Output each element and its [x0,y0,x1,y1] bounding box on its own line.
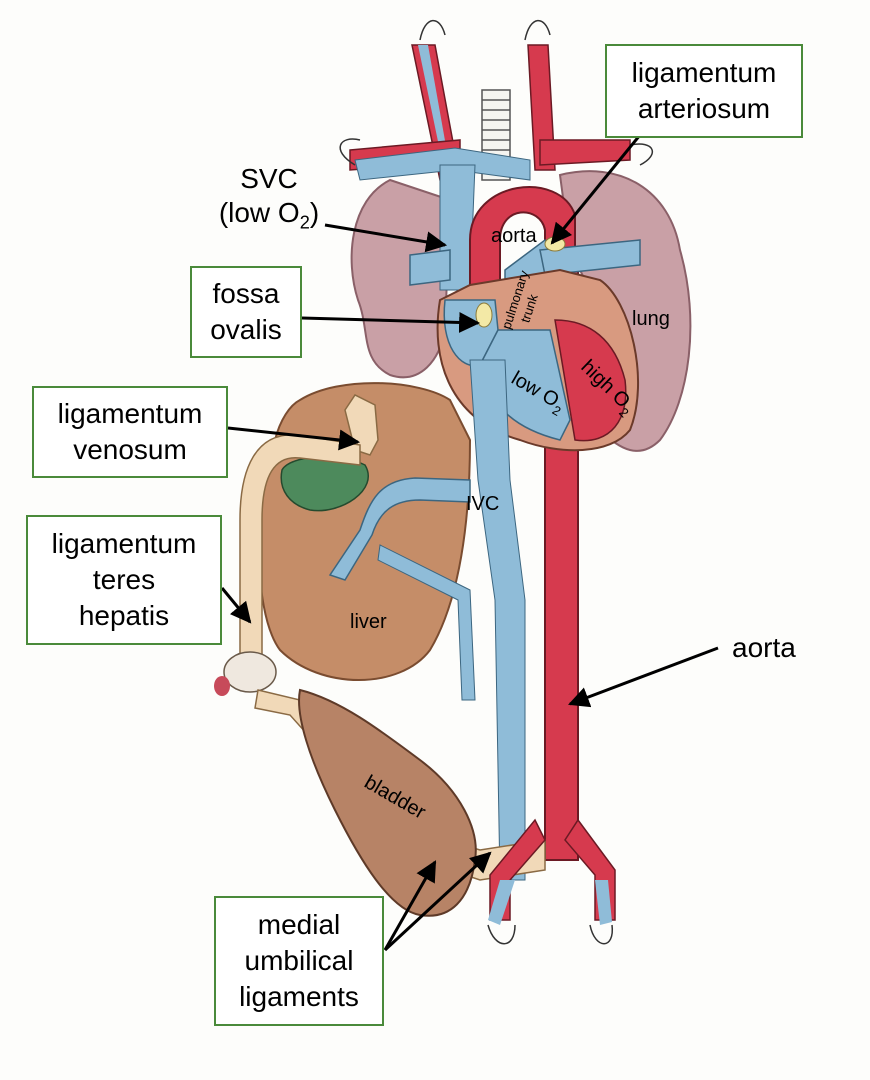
lung-label: lung [632,308,670,330]
umbilicus [223,651,277,693]
subclavian-right [539,139,631,166]
fossa-ovalis-pointer [301,311,481,333]
ligamentum-venosum-line1: ligamentum [57,398,203,429]
ligamentum-teres-line2: teres [92,564,156,595]
ligamentum-teres-pointer [220,587,252,624]
ligamentum-teres-hepatis-box: ligamentum teres hepatis [26,515,222,645]
fossa-ovalis-line1: fossa [212,278,280,309]
portal-vein-lower [377,544,476,701]
svc-line2: (low O2) [218,197,320,233]
fossa-ovalis-line2: ovalis [210,314,282,345]
umbilical-cord-stump [214,676,230,696]
medial-umbilical-line2: umbilical [244,945,354,976]
left-lung [350,178,452,379]
ligamentum-arteriosum-line2: arteriosum [637,93,771,124]
right-carotid-artery [527,44,556,171]
ivc-label: IVC [466,493,499,515]
ligamentum-teres-line1: ligamentum [51,528,197,559]
ligamentum-venosum-box: ligamentum venosum [32,386,228,478]
pulmonary-vein-left [409,249,451,286]
pulmonary-artery-right [539,239,641,276]
ligamentum-arteriosum-box: ligamentum arteriosum [605,44,803,138]
inferior-vena-cava [469,359,526,881]
portal-vein [328,477,471,581]
aorta-pointer [568,646,719,708]
medial-umbilical-ligaments-box: medial umbilical ligaments [214,896,384,1026]
ligamentum-arteriosum-pointer [550,134,642,245]
ligamentum-venosum-line2: venosum [73,434,187,465]
medial-umbilical-line3: ligaments [239,981,359,1012]
brachiocephalic-vein [354,147,531,181]
fossa-ovalis-mark [475,302,493,328]
left-ventricle [554,319,627,442]
liver-label: liver [350,611,387,633]
iliac-vein-right [595,880,612,925]
svc-line1: SVC [240,163,298,194]
iliac-vein-left [488,880,515,925]
medial-umbilical-line1: medial [257,909,341,940]
medial-umbilical-pointer-1 [383,860,437,951]
bladder-organ [298,688,477,917]
aorta-right-label: aorta [732,632,796,663]
svc-pointer [324,223,448,253]
fossa-ovalis-box: fossa ovalis [190,266,302,358]
right-lung [558,170,692,452]
ligamentum-arteriosum-line1: ligamentum [631,57,777,88]
svc-label: SVC (low O2) [204,162,334,240]
aorta-heart-label: aorta [491,225,537,247]
ligamentum-venosum-pointer [227,426,361,451]
ligamentum-teres-line3: hepatis [78,600,170,631]
medial-umbilical-pointer-2 [383,851,492,952]
